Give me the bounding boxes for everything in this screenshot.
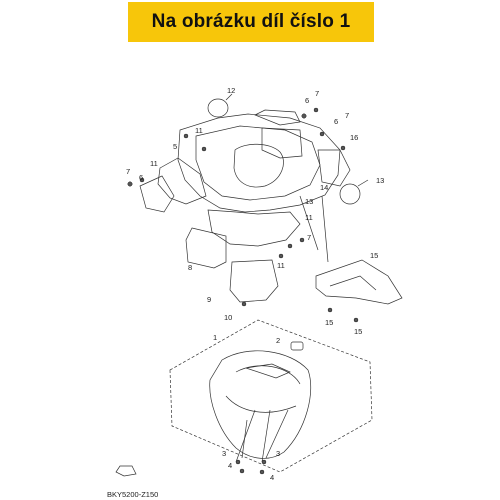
front-fender [209, 350, 312, 459]
diagram-code: BKY5200-Z150 [107, 490, 159, 499]
callout-15: 15 [354, 327, 362, 336]
callout-11: 11 [277, 261, 285, 270]
callout-12: 13 [376, 176, 384, 185]
bolt-icon [261, 459, 267, 465]
reflector-left [207, 98, 229, 118]
bolt-icon [340, 145, 346, 151]
callout-11: 11 [305, 213, 313, 222]
bolt-icon [139, 177, 145, 183]
callout-7: 7 [315, 89, 319, 98]
callout-5: 5 [173, 142, 177, 151]
fender-outline-box [169, 319, 373, 473]
callout-7: 7 [307, 233, 311, 242]
bolt-icon [278, 253, 284, 259]
callout-3: 3 [276, 449, 280, 458]
title-banner: Na obrázku díl číslo 1 [128, 2, 374, 42]
small-clip [290, 341, 304, 351]
callout-6: 6 [139, 173, 143, 182]
bolt-icon [327, 307, 333, 313]
front-arrow-tag [115, 465, 137, 477]
callout-6: 6 [305, 96, 309, 105]
bolt-icon [353, 317, 359, 323]
bolt-icon [299, 237, 305, 243]
callout-11: 11 [150, 159, 158, 168]
reflector-right [339, 183, 361, 205]
bolt-icon [301, 113, 307, 119]
callout-15: 15 [325, 318, 333, 327]
mud-flap [315, 259, 403, 305]
callout-9: 9 [207, 295, 211, 304]
callout-12: 12 [227, 86, 235, 95]
side-cover [185, 227, 227, 269]
callout-8: 8 [188, 263, 192, 272]
callout-16: 16 [350, 133, 358, 142]
bolt-icon [287, 243, 293, 249]
callout-11: 11 [195, 126, 203, 135]
bolt-icon [241, 301, 247, 307]
rear-fender-body [139, 109, 351, 263]
lower-cover [229, 259, 279, 303]
bolt-icon [183, 133, 189, 139]
bolt-icon [319, 131, 325, 137]
callout-6: 6 [334, 117, 338, 126]
callout-4: 4 [228, 461, 232, 470]
callout-14: 15 [370, 251, 378, 260]
bolt-icon [235, 459, 241, 465]
callout-10: 10 [224, 313, 232, 322]
callout-13: 13 [305, 197, 313, 206]
callout-1: 1 [213, 333, 217, 342]
callout-4: 4 [270, 473, 274, 482]
bolt-icon [127, 181, 133, 187]
bolt-icon [239, 468, 245, 474]
callout-2: 2 [276, 336, 280, 345]
callout-13: 14 [320, 183, 328, 192]
bolt-icon [259, 469, 265, 475]
bolt-icon [313, 107, 319, 113]
callout-7: 7 [345, 111, 349, 120]
bolt-icon [201, 146, 207, 152]
callout-7: 7 [126, 167, 130, 176]
banner-title: Na obrázku díl číslo 1 [151, 11, 351, 32]
callout-3: 3 [222, 449, 226, 458]
